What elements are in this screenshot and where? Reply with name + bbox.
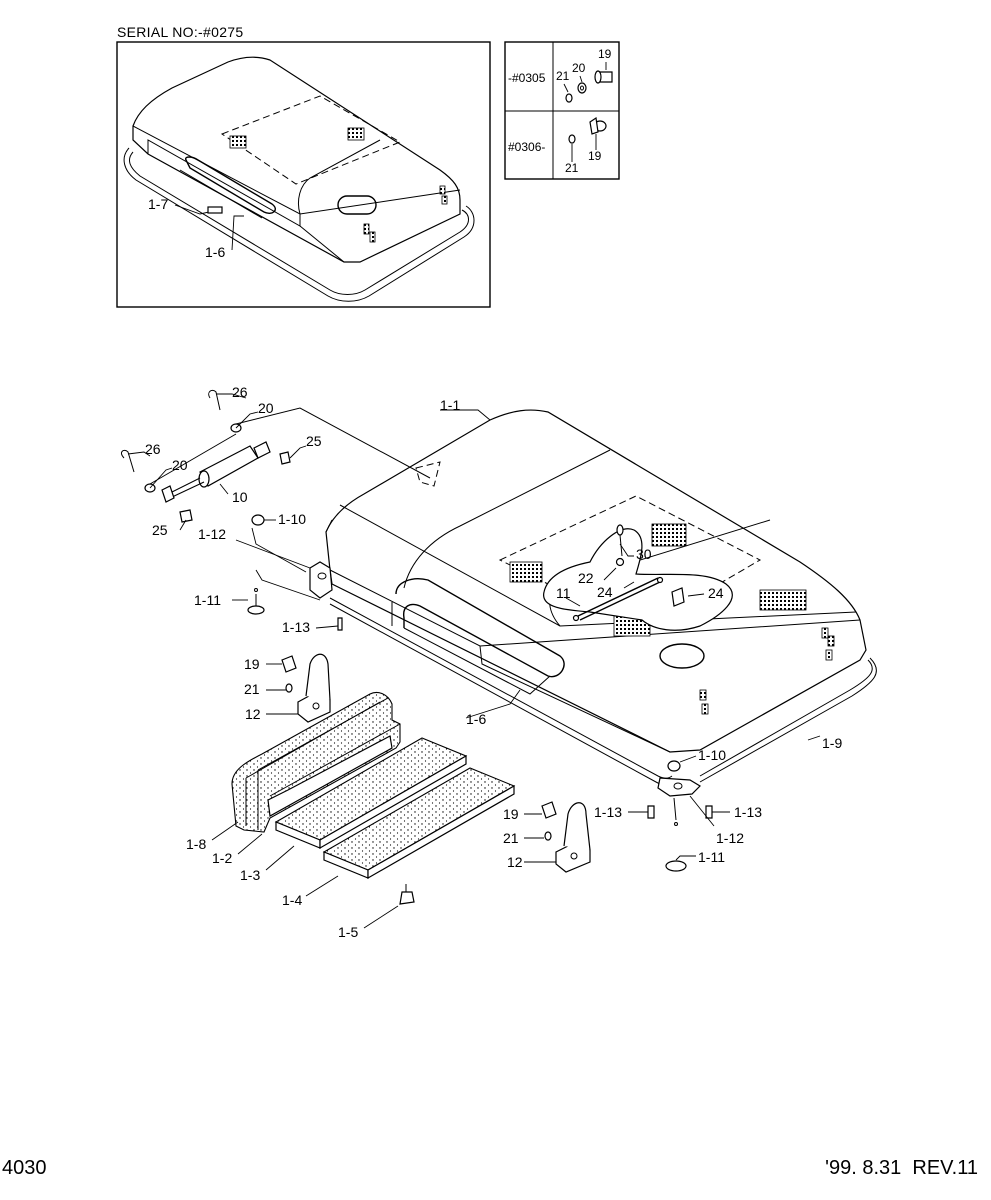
label-1-2: 1-2 — [212, 850, 232, 866]
revision-date: '99. 8.31 REV.11 — [825, 1157, 978, 1179]
label-1-10-left: 1-10 — [278, 511, 306, 527]
label-1-13-mid: 1-13 — [594, 804, 622, 820]
label-25-upper: 25 — [306, 433, 322, 449]
roof-pads — [211, 691, 516, 929]
label-20-upper: 20 — [258, 400, 274, 416]
label-24-left: 24 — [597, 584, 613, 600]
label-1-12-left: 1-12 — [198, 526, 226, 542]
fasteners — [232, 409, 821, 872]
label-1-5: 1-5 — [338, 924, 358, 940]
hinge-right — [524, 801, 591, 873]
row2-part-19: 19 — [588, 149, 602, 163]
serial-label: SERIAL NO:-#0275 — [117, 24, 243, 40]
row1-part-20: 20 — [572, 61, 586, 75]
label-26-upper: 26 — [232, 384, 248, 400]
label-1-11-right: 1-11 — [698, 849, 725, 865]
label-1-4: 1-4 — [282, 892, 302, 908]
label-24-right: 24 — [708, 585, 724, 601]
label-1-7-inset: 1-7 — [148, 196, 168, 212]
range-row-2: #0306- — [508, 140, 545, 154]
row2-part-21: 21 — [565, 161, 579, 175]
label-19-left: 19 — [244, 656, 260, 672]
label-1-6-inset: 1-6 — [205, 244, 225, 260]
callout-labels: 26 20 25 26 20 10 25 1-1 1-10 1-12 1-11 … — [145, 384, 842, 940]
label-12-right: 12 — [507, 854, 523, 870]
label-21-left: 21 — [244, 681, 260, 697]
label-1-11-left: 1-11 — [194, 592, 221, 608]
label-21-right: 21 — [503, 830, 519, 846]
label-12-left: 12 — [245, 706, 261, 722]
label-19-right: 19 — [503, 806, 519, 822]
label-26-lower: 26 — [145, 441, 161, 457]
label-11: 11 — [556, 585, 571, 601]
label-1-13-right: 1-13 — [734, 804, 762, 820]
label-1-3: 1-3 — [240, 867, 260, 883]
label-30: 30 — [636, 546, 652, 562]
range-row-1: -#0305 — [508, 71, 546, 85]
label-1-12-right: 1-12 — [716, 830, 744, 846]
label-20-lower: 20 — [172, 457, 188, 473]
gas-springs — [121, 389, 431, 531]
label-1-1: 1-1 — [440, 397, 460, 413]
serial-range-table: -#0305 #0306- 19 20 21 19 21 — [504, 41, 620, 180]
label-10: 10 — [232, 489, 248, 505]
row1-part-21: 21 — [556, 69, 570, 83]
serial-inset: 1-7 1-6 — [116, 41, 491, 308]
label-1-13-left: 1-13 — [282, 619, 310, 635]
row1-part-19: 19 — [598, 47, 612, 61]
inset-frame — [116, 41, 491, 308]
hinge-left — [266, 653, 331, 723]
label-1-6: 1-6 — [466, 711, 486, 727]
label-22: 22 — [578, 570, 594, 586]
roof-assembly — [309, 409, 877, 797]
page-number: 4030 — [2, 1157, 47, 1179]
label-1-9: 1-9 — [822, 735, 842, 751]
label-1-8: 1-8 — [186, 836, 206, 852]
label-1-10-right: 1-10 — [698, 747, 726, 763]
label-25-lower: 25 — [152, 522, 168, 538]
